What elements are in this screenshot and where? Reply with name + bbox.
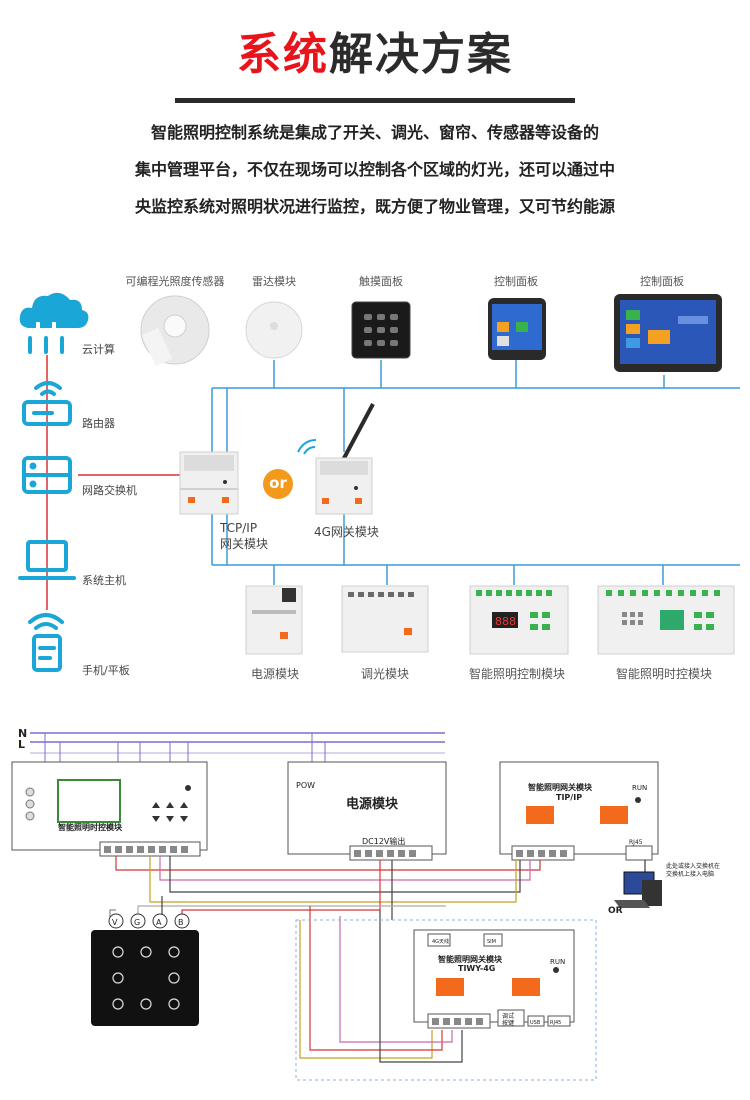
line-n-label: N [18, 727, 27, 740]
left-label-cloud: 云计算 [82, 343, 115, 356]
4g-usb-label: USB [530, 1020, 541, 1026]
4g-gateway-title: 智能照明网关模块 [438, 954, 503, 964]
terminal-g: G [134, 918, 140, 927]
module-label-control: 智能照明控制模块 [468, 667, 565, 681]
power-output-label: DC12V输出 [362, 836, 405, 846]
module-label-timer: 智能照明时控模块 [615, 667, 712, 681]
panel-terminals [108, 913, 190, 929]
control-panel-large-device [614, 294, 722, 372]
tcpip-gateway-label-1: TCP/IP [220, 521, 258, 535]
pc-icon [614, 860, 662, 908]
tcp-gateway-title: 智能照明网关模块 [528, 782, 593, 792]
touch-panel-wiring [91, 930, 199, 1026]
light-sensor-device [140, 295, 210, 367]
title-underline [175, 98, 575, 103]
device-label-touch-panel: 触摸面板 [359, 275, 403, 288]
lighting-control-module-device: 888 [469, 585, 569, 655]
4g-gateway-label: 4G网关模块 [314, 525, 379, 539]
power-module-device [245, 585, 303, 655]
title-rest: 解决方案 [329, 29, 513, 80]
left-label-host: 系统主机 [82, 574, 126, 587]
4g-dashed-area [295, 919, 597, 1081]
line-l-label: L [18, 738, 25, 751]
device-label-control-panel-1: 控制面板 [494, 275, 538, 288]
left-label-router: 路由器 [82, 417, 115, 430]
svg-text:888: 888 [495, 615, 516, 628]
4g-debug-label-2: 按键 [502, 1019, 514, 1027]
timer-module-box [11, 761, 208, 857]
pc-note-line-1: 此处或接入交换机在 [666, 862, 720, 870]
module-label-dimmer: 调光模块 [360, 667, 409, 681]
intro-line-2: 集中管理平台，不仅在现场可以控制各个区域的灯光，还可以通过中 [134, 160, 615, 179]
device-label-radar: 雷达模块 [252, 275, 296, 288]
or-badge: or [263, 469, 293, 499]
4g-sim-label: SIM [487, 939, 496, 945]
power-pow-label: POW [296, 781, 315, 790]
tcp-gateway-box [499, 761, 659, 861]
intro-line-3: 央监控系统对照明状况进行监控，既方便了物业管理，又可节约能源 [134, 197, 615, 216]
timer-module-title: 智能照明时控模块 [58, 822, 123, 832]
intro-line-1: 智能照明控制系统是集成了开关、调光、窗帘、传感器等设备的 [150, 123, 599, 142]
touch-panel-device [351, 301, 411, 359]
pc-or-label: OR [608, 906, 623, 916]
tcpip-gateway-label-2: 网关模块 [220, 537, 269, 551]
device-label-control-panel-2: 控制面板 [640, 275, 684, 288]
terminal-v: V [112, 918, 118, 927]
tcp-gateway-run-label: RUN [632, 784, 647, 792]
left-label-mobile: 手机/平板 [82, 664, 130, 677]
4g-gateway-sub: TIWY-4G [458, 964, 495, 973]
4g-antenna-label: 4G天线 [432, 938, 449, 945]
bus-lines [211, 360, 740, 585]
wiring-diagram: N L 智能照明时控模块 POW 电源模块 DC12V输出 智能照明网关模块 T… [11, 727, 720, 1081]
terminal-a: A [156, 918, 162, 927]
module-label-power: 电源模块 [250, 667, 299, 681]
cloud-icon [19, 292, 89, 354]
4g-gateway-run-label: RUN [550, 958, 565, 966]
tcp-gateway-rj45-label: RJ45 [629, 839, 643, 846]
lighting-timer-module-device [597, 585, 735, 655]
4g-gateway-device [297, 403, 375, 515]
tcp-gateway-sub: TIP/IP [556, 793, 582, 802]
page-title: 系统解决方案 [0, 18, 750, 82]
radar-module-device [245, 301, 303, 359]
tcpip-gateway-device [179, 451, 239, 515]
device-label-light-sensor: 可编程光照度传感器 [125, 275, 225, 288]
left-label-switch: 网路交换机 [82, 484, 137, 497]
terminal-b: B [178, 918, 184, 927]
control-panel-small-device [488, 298, 546, 360]
power-module-title: 电源模块 [346, 796, 399, 812]
power-module-box [287, 761, 447, 861]
4g-rj45-label: RJ45 [550, 1020, 561, 1026]
dimmer-module-device [341, 585, 429, 653]
mobile-icon [28, 613, 64, 672]
router-icon [22, 381, 72, 426]
system-topology-diagram: 888 [18, 292, 740, 672]
pc-note-line-2: 交换机上接入电脑 [666, 870, 714, 878]
title-highlight: 系统 [237, 29, 329, 80]
4g-debug-label-1: 调试 [502, 1012, 514, 1020]
switch-icon [22, 456, 72, 494]
laptop-icon [18, 540, 76, 580]
4g-gateway-box [413, 929, 575, 1029]
